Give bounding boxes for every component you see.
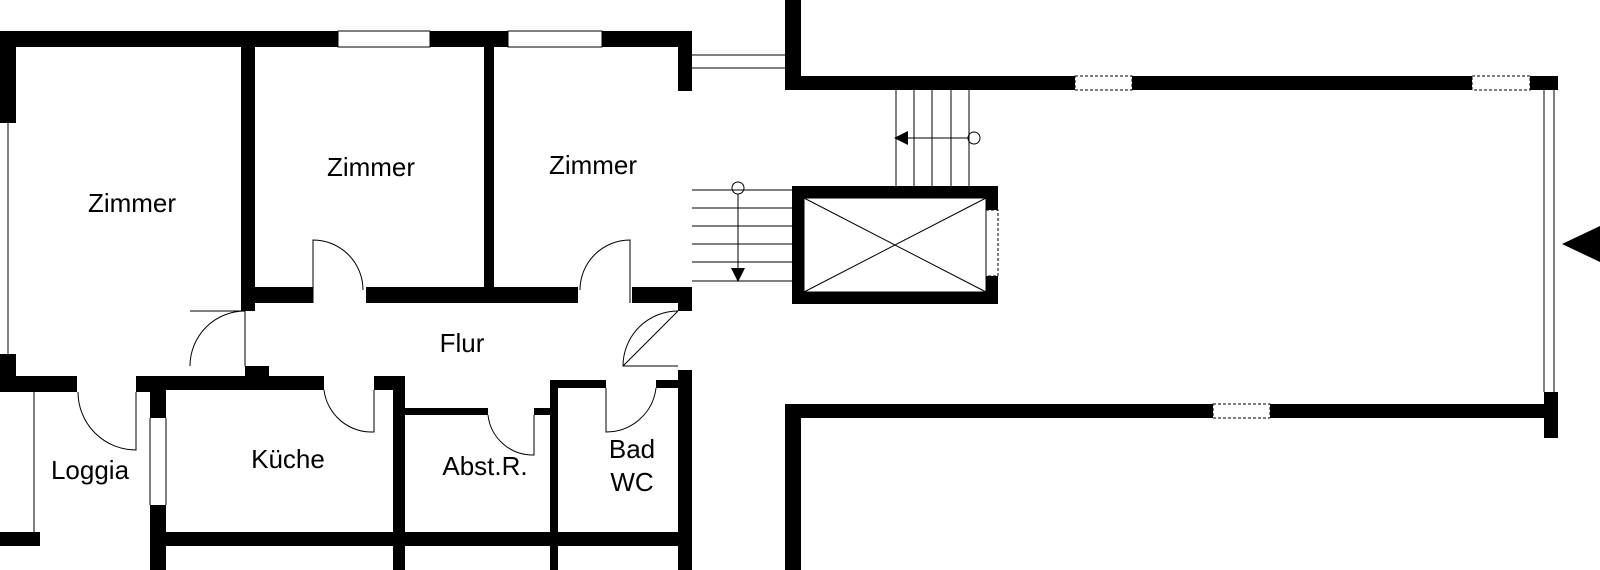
- room-label-bad: Bad: [609, 434, 655, 464]
- room-label-abstellraum: Abst.R.: [442, 451, 527, 481]
- apartment-walls: [0, 31, 692, 570]
- room-label-kueche: Küche: [251, 444, 325, 474]
- room-label-loggia: Loggia: [51, 455, 130, 485]
- room-label-zimmer-left: Zimmer: [88, 188, 176, 218]
- hallway-thin-lines: [692, 75, 1555, 419]
- room-label-flur: Flur: [440, 328, 485, 358]
- room-label-zimmer-right: Zimmer: [549, 150, 637, 180]
- room-label-zimmer-middle: Zimmer: [327, 152, 415, 182]
- entrance-arrow-icon: [1562, 226, 1600, 262]
- doors: [77, 239, 679, 456]
- thin-lines: [7, 30, 785, 532]
- room-label-wc: WC: [610, 467, 653, 497]
- arrows: [731, 131, 1600, 282]
- building-walls: [785, 0, 1558, 570]
